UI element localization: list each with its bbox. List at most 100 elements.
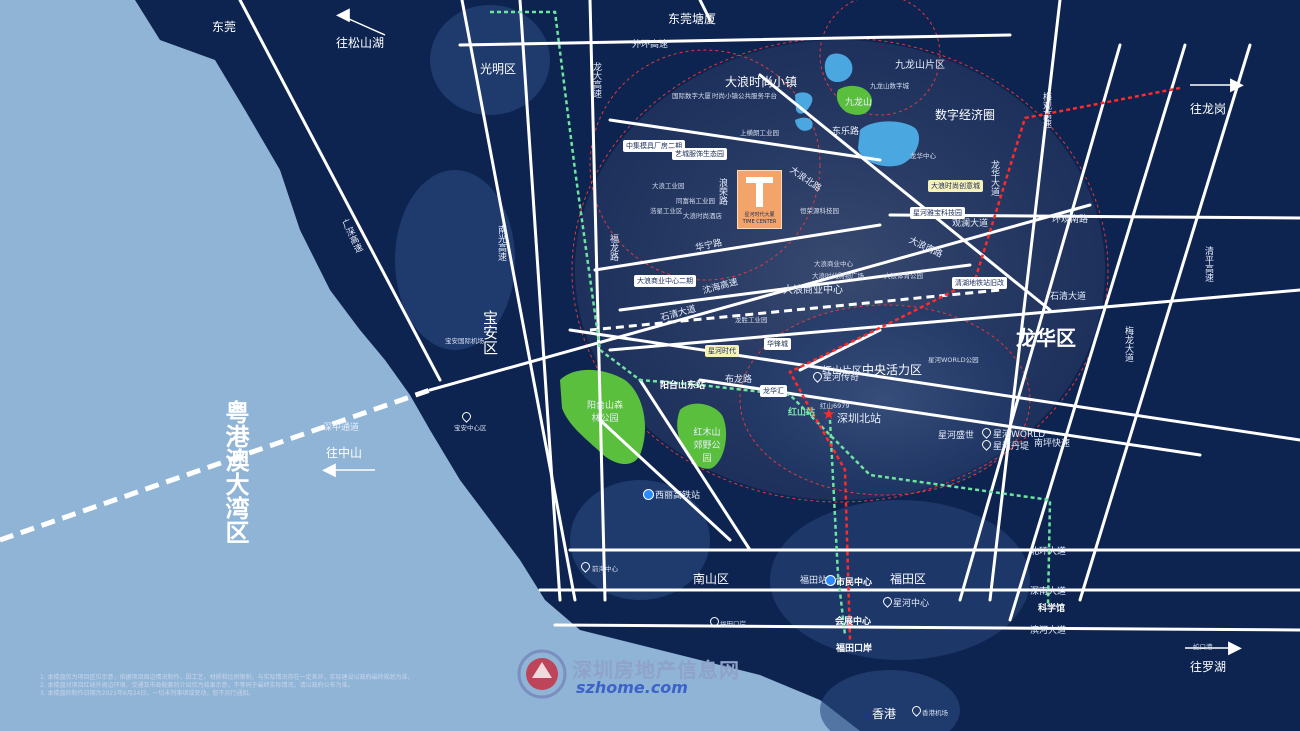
district-dongguan-tangxia: 东莞塘厦: [668, 12, 717, 26]
arrow-icon: ◀: [322, 459, 336, 480]
landmark-baoan-center: 宝安中心区: [454, 424, 487, 432]
road-shennan: 深南大道: [1030, 587, 1067, 597]
road-meiguan: 梅观高速: [1041, 92, 1051, 128]
district-longhua: 龙华区: [1016, 326, 1076, 350]
project-tag: 星河时代: [705, 345, 739, 357]
project-tag: 艺城服饰生态园: [672, 148, 727, 160]
time-center-name: 星河时代大厦: [744, 212, 775, 218]
small-label: 上横朗工业园: [740, 129, 779, 137]
landmark-shekou: 蛇口港: [1193, 643, 1213, 651]
small-label: 大浪时代购物广场: [812, 272, 864, 280]
star-icon: ★: [822, 405, 836, 423]
landmark-hongshan-6979: 红山6979: [820, 402, 850, 410]
small-label: 恒荣源科技园: [800, 207, 839, 215]
road-dalang-xi: 浪荣路: [717, 178, 727, 205]
road-fulong: 福龙路: [608, 234, 618, 261]
note-line: 2. 本楼盘对项目红线外周边环境、交通及市政配套的介绍仅为效果示意，不等同于最终…: [40, 682, 354, 689]
project-tag: 大浪时尚创意城: [928, 180, 983, 192]
station-xili-hsr: 西丽高铁站: [655, 491, 701, 501]
district-guangming: 光明区: [480, 62, 517, 76]
sea: [0, 0, 860, 731]
park-jiulongshan: 九龙山: [845, 98, 873, 108]
road-qingping: 清平高速: [1203, 246, 1213, 282]
small-label: 大浪商业中心: [814, 260, 853, 268]
road-meilong: 梅龙大道: [1123, 326, 1133, 362]
area-dalang-fashion-town: 大浪时尚小镇: [725, 75, 798, 89]
landmark-starriver-yayuan: 星河盛世: [938, 431, 975, 441]
watermark-logo-icon: [517, 649, 567, 699]
road-xiaohe: 东乐路: [832, 127, 860, 137]
district-dongguan: 东莞: [212, 20, 237, 34]
road-huanguan-south: 环观南路: [1052, 215, 1089, 225]
road-beihuan: 北环大道: [1030, 547, 1067, 557]
watermark: 深圳房地产信息网 szhome.com: [516, 648, 739, 704]
district-baoan: 宝安区: [481, 310, 499, 355]
arrow-icon: ◀: [336, 4, 350, 25]
hongmushan-park-shape: [677, 403, 727, 469]
small-label: 国际数字大厦: [672, 92, 711, 100]
small-label: 龙华中心: [910, 152, 936, 160]
landmark-starriver-legend: 星河传奇: [823, 373, 860, 383]
road-waihuan: 外环高速: [632, 40, 669, 50]
time-center-en: TIME CENTER: [742, 219, 777, 225]
station-futian-port: 福田口岸: [836, 644, 873, 654]
park-hongmushan: 红木山郊野公园: [693, 428, 721, 464]
road-binhe: 滨河大道: [1030, 626, 1067, 636]
arrow-icon: ▶: [1228, 637, 1242, 658]
note-line: 1. 本楼盘仅为项目区位示意，依据项目周边情况制作，因工艺、材质和比例限制，与实…: [40, 674, 414, 681]
road-guanlan: 观澜大道: [952, 219, 989, 229]
landmark-starriver-danti: 星河丹堤: [993, 442, 1030, 452]
station-yangtaishan-east: 阳台山东站: [660, 381, 706, 391]
road-nanping: 南坪快速: [1034, 439, 1071, 449]
small-label: 大浪工业园: [652, 182, 685, 190]
station-civic-center: 市民中心: [836, 578, 873, 588]
area-hongshan: 红山片区: [822, 366, 862, 377]
small-label: 九龙山数字城: [870, 82, 909, 90]
small-label: 同富裕工业园: [676, 197, 715, 205]
road-longhua-ave: 龙华大道: [989, 160, 999, 196]
road-longda: 龙大高速: [591, 62, 601, 98]
project-tag: 华锋城: [764, 338, 791, 350]
small-label: 大浪时尚酒店: [683, 212, 722, 220]
watermark-url: szhome.com: [576, 678, 688, 697]
small-label: 大浪体育公园: [884, 272, 923, 280]
arrow-icon: ▶: [1230, 74, 1244, 95]
time-center-card: 星河时代大厦 TIME CENTER: [737, 170, 782, 229]
district-nanshan: 南山区: [693, 572, 730, 586]
area-jiulongshan: 九龙山片区: [895, 60, 945, 71]
area-digital-economy: 数字经济圈: [935, 108, 996, 122]
small-label: 时尚小镇公共服务平台: [712, 92, 777, 100]
station-science-museum: 科学馆: [1038, 604, 1066, 614]
small-label: 龙胜工业园: [735, 316, 768, 324]
landmark-qianhai: 前海中心: [592, 565, 618, 573]
station-convention: 会展中心: [835, 617, 872, 627]
project-tag: 清湖地铁站旧改: [952, 277, 1007, 289]
district-hongkong: 香港: [872, 707, 897, 721]
direction-luohu: 往罗湖: [1190, 660, 1227, 674]
station-futian: 福田站: [800, 576, 828, 586]
station-hongshan: 红山站: [788, 408, 816, 418]
disclaimer-notes: 1. 本楼盘仅为项目区位示意，依据项目周边情况制作，因工艺、材质和比例限制，与实…: [40, 674, 520, 698]
landmark-hk-airport: 香港机场: [922, 709, 948, 717]
road-nanguang: 南光高速: [496, 225, 506, 261]
note-line: 3. 本楼盘的制作日期为2021年6月24日，一切未列事项或变动，恕不另行通知。: [40, 690, 255, 697]
station-shenzhen-north: 深圳北站: [837, 412, 881, 425]
landmark-starriver-center: 星河中心: [893, 599, 930, 609]
project-tag: 中集模具厂房二期: [623, 140, 685, 152]
small-label: 浩星工业区: [650, 207, 683, 215]
park-yangtaishan: 阳台山森林公园: [586, 401, 623, 424]
bay-area-label: 粤港澳大湾区: [221, 400, 249, 544]
road-shenzhong: 深中通道: [323, 423, 360, 433]
metro-icon: [825, 575, 836, 586]
landmark-starriver-world: 星河WORLD: [993, 430, 1046, 440]
road-buzhi: 布龙路: [725, 375, 753, 385]
project-tag: 大浪商业中心二期: [634, 275, 696, 287]
landmark-yingbin: 宝安国际机场: [445, 337, 484, 345]
watermark-text: 深圳房地产信息网: [572, 658, 740, 682]
direction-zhongshan: 往中山: [326, 446, 363, 460]
project-tag: 星河雅宝科技园: [910, 207, 965, 219]
area-dalang-business-center: 大浪商业中心: [783, 285, 843, 296]
small-label: 星河WORLD公园: [928, 356, 979, 364]
